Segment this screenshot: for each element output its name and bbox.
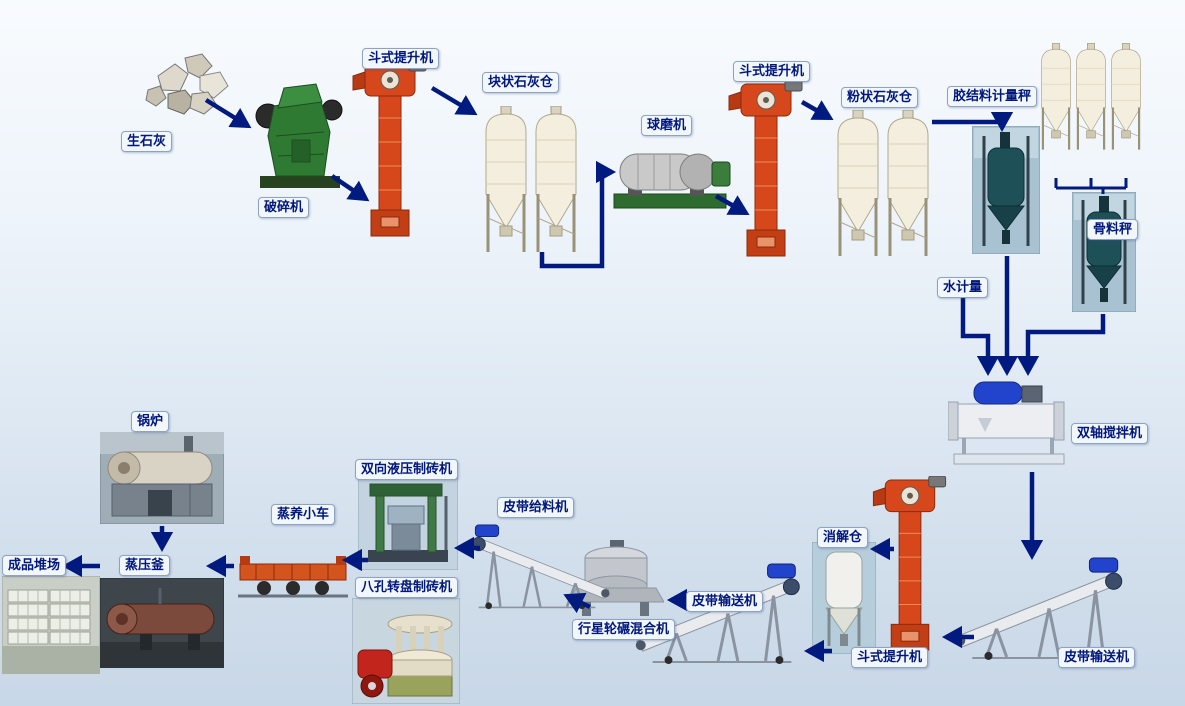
label-water-metering: 水计量	[937, 277, 989, 298]
label-autoclave: 蒸压釜	[119, 555, 171, 576]
digestion-silo-image	[812, 542, 876, 654]
aggregate-scale-image	[1072, 192, 1136, 312]
label-ball-mill: 球磨机	[641, 115, 693, 136]
curing-trolley-image	[238, 556, 348, 598]
hydraulic-brick-machine-image	[358, 476, 458, 570]
label-crusher: 破碎机	[258, 197, 310, 218]
bucket-elevator-2-image	[728, 80, 804, 260]
belt-feeder-image	[462, 518, 612, 616]
boiler-image	[100, 432, 224, 524]
raw-material-silos-image	[1040, 41, 1142, 152]
label-quicklime: 生石灰	[121, 131, 173, 152]
arrow-aggregate-scale-to-mixer	[1016, 314, 1106, 377]
arrow-elevator2-to-powder-silo	[800, 100, 834, 121]
powder-lime-silos-image	[836, 110, 930, 258]
jaw-crusher-image	[255, 83, 343, 188]
bucket-elevator-1-image	[352, 60, 428, 240]
label-bucket-elevator-1: 斗式提升机	[362, 48, 440, 69]
autoclave-image	[100, 578, 224, 668]
label-powder-lime-silo: 粉状石灰仓	[841, 87, 919, 108]
quicklime-rocks-image	[145, 53, 229, 115]
label-lump-lime-silo: 块状石灰仓	[482, 72, 560, 93]
label-bucket-elevator-3: 斗式提升机	[851, 647, 929, 668]
label-belt-conveyor-right: 皮带输送机	[1058, 647, 1136, 668]
rotary-brick-machine-image	[352, 598, 460, 704]
label-product-yard: 成品堆场	[2, 555, 67, 576]
label-curing-trolley: 蒸养小车	[271, 504, 336, 525]
binder-metering-scale-image	[972, 126, 1040, 254]
lump-lime-silos-image	[484, 106, 578, 254]
arrow-water-to-mixer	[960, 298, 1000, 377]
label-belt-conveyor-mid: 皮带输送机	[686, 591, 764, 612]
twin-shaft-mixer-image	[948, 381, 1065, 465]
label-twin-shaft-mixer: 双轴搅拌机	[1071, 423, 1149, 444]
bucket-elevator-3-image	[872, 476, 948, 654]
label-aggregate-scale: 骨料秤	[1087, 219, 1139, 240]
label-planetary-wheel-mixer: 行星轮碾混合机	[572, 619, 676, 640]
label-digestion-silo: 消解仓	[817, 527, 869, 548]
label-belt-feeder: 皮带给料机	[497, 497, 575, 518]
product-yard-image	[2, 576, 100, 674]
label-binder-metering-scale: 胶结料计量秤	[947, 86, 1038, 107]
label-boiler: 锅炉	[131, 411, 170, 432]
ball-mill-image	[613, 153, 731, 209]
label-hydraulic-brick-machine: 双向液压制砖机	[355, 459, 459, 480]
label-rotary-brick-machine: 八孔转盘制砖机	[355, 577, 459, 598]
label-bucket-elevator-2: 斗式提升机	[733, 61, 811, 82]
arrow-elevator1-to-lump-silo	[430, 86, 478, 116]
